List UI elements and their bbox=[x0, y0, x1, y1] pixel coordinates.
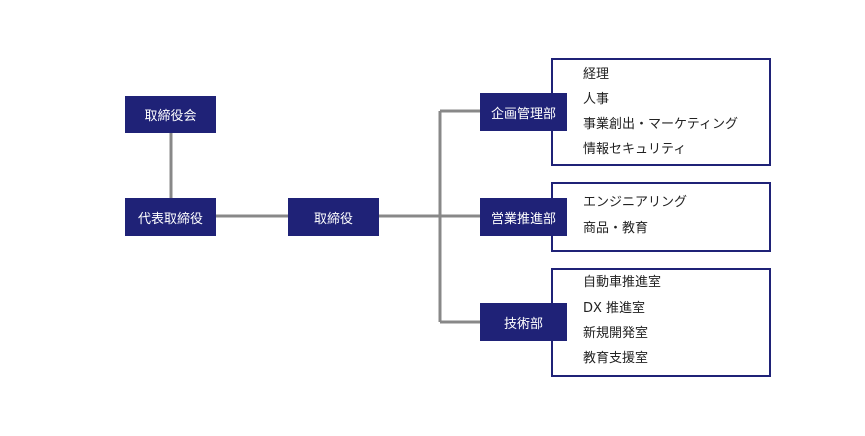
dept-unit-item: エンジニアリング bbox=[583, 195, 688, 210]
dept-unit-item: 自動車推進室 bbox=[583, 275, 662, 290]
dept-unit-item: DX 推進室 bbox=[583, 301, 646, 316]
dept-unit-item: 商品・教育 bbox=[583, 221, 649, 236]
dept-unit-item: 情報セキュリティ bbox=[583, 142, 687, 157]
dept-unit-item: 事業創出・マーケティング bbox=[583, 117, 738, 132]
ceo-node: 代表取締役 bbox=[125, 198, 216, 236]
dept-unit-item: 人事 bbox=[583, 92, 610, 107]
sales-dept-unit-list: エンジニアリング 商品・教育 bbox=[551, 182, 771, 252]
planning-dept-node: 企画管理部 bbox=[480, 93, 567, 131]
dept-unit-item: 教育支援室 bbox=[583, 351, 649, 366]
planning-dept-unit-list: 経理 人事 事業創出・マーケティング 情報セキュリティ bbox=[551, 58, 771, 166]
board-node: 取締役会 bbox=[125, 96, 216, 133]
director-node: 取締役 bbox=[288, 198, 379, 236]
sales-dept-node: 営業推進部 bbox=[480, 198, 567, 236]
tech-dept-unit-list: 自動車推進室 DX 推進室 新規開発室 教育支援室 bbox=[551, 268, 771, 377]
dept-unit-item: 経理 bbox=[583, 67, 610, 82]
tech-dept-node: 技術部 bbox=[480, 303, 567, 341]
dept-unit-item: 新規開発室 bbox=[583, 326, 649, 341]
